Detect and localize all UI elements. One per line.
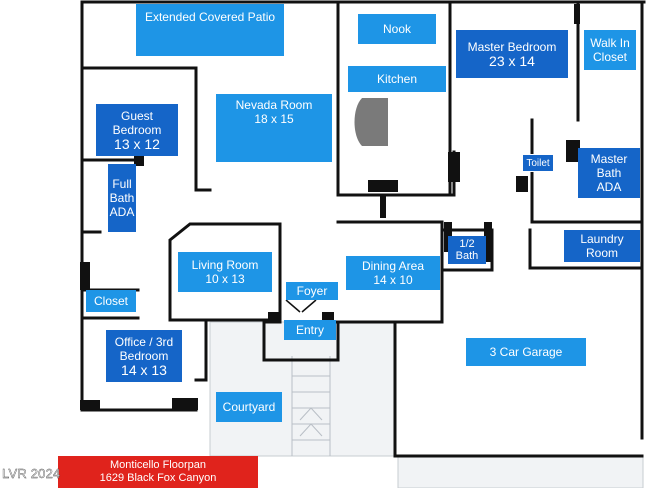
room-foyer: Foyer xyxy=(286,282,338,300)
room-kitchen: Kitchen xyxy=(348,66,446,92)
room-living-room: Living Room 10 x 13 xyxy=(178,252,272,292)
room-laundry-room: Laundry Room xyxy=(564,230,640,262)
room-name: Nook xyxy=(382,22,411,36)
room-guest-bedroom: Guest Bedroom 13 x 12 xyxy=(96,104,178,156)
room-office-3rd-bedroom: Office / 3rd Bedroom 14 x 13 xyxy=(106,330,182,382)
room-name: Walk In Closet xyxy=(590,36,630,64)
room-name: Nevada Room xyxy=(235,98,313,112)
room-3-car-garage: 3 Car Garage xyxy=(466,338,586,366)
room-name: Foyer xyxy=(296,284,328,298)
room-name: Master Bedroom xyxy=(467,40,557,54)
room-name: Master Bath ADA xyxy=(590,152,628,194)
room-entry: Entry xyxy=(284,320,336,340)
floorplan-caption: Monticello Floorpan 1629 Black Fox Canyo… xyxy=(58,456,258,488)
room-courtyard: Courtyard xyxy=(216,392,282,422)
room-toilet: Toilet xyxy=(522,154,554,172)
room-name: Guest Bedroom xyxy=(112,109,162,137)
room-dimensions: 14 x 10 xyxy=(373,273,413,287)
room-name: Living Room xyxy=(191,258,259,272)
room-walk-in-closet: Walk In Closet xyxy=(584,30,636,70)
room-name: Office / 3rd Bedroom xyxy=(114,335,174,363)
caption-title: Monticello Floorpan xyxy=(110,459,206,471)
room-name: Kitchen xyxy=(376,72,418,86)
room-dimensions: 10 x 13 xyxy=(205,272,245,286)
room-name: 3 Car Garage xyxy=(489,345,563,359)
room-extended-covered-patio: Extended Covered Patio xyxy=(136,4,284,56)
room-name: Dining Area xyxy=(361,259,425,273)
room-name: Toilet xyxy=(526,157,550,169)
room-dining-area: Dining Area 14 x 10 xyxy=(346,256,440,290)
kitchen-island xyxy=(354,98,388,146)
wall-columns xyxy=(80,4,580,410)
room-name: Full Bath ADA xyxy=(109,177,135,219)
room-name: Extended Covered Patio xyxy=(144,10,276,24)
room-nevada-room: Nevada Room 18 x 15 xyxy=(216,94,332,162)
room-nook: Nook xyxy=(358,14,436,44)
caption-address: 1629 Black Fox Canyon xyxy=(99,472,217,484)
room-dimensions: 14 x 13 xyxy=(121,362,167,378)
room-dimensions: 23 x 14 xyxy=(489,53,535,69)
room-name: Courtyard xyxy=(222,400,276,414)
entry-doors xyxy=(285,299,317,313)
room-name: 1/2 Bath xyxy=(455,238,479,262)
room-dimensions: 13 x 12 xyxy=(114,136,160,152)
room-name: Closet xyxy=(93,294,128,308)
room-half-bath: 1/2 Bath xyxy=(448,236,486,264)
room-master-bath: Master Bath ADA xyxy=(578,148,640,198)
room-name: Entry xyxy=(295,323,324,337)
courtyard-paving xyxy=(209,321,644,488)
room-name: Laundry Room xyxy=(580,232,624,260)
room-dimensions: 18 x 15 xyxy=(254,112,294,126)
room-full-bath: Full Bath ADA xyxy=(108,164,136,232)
room-closet: Closet xyxy=(86,290,136,312)
walls xyxy=(80,0,646,458)
room-master-bedroom: Master Bedroom 23 x 14 xyxy=(456,30,568,78)
watermark: LVR 2024 xyxy=(2,466,61,481)
